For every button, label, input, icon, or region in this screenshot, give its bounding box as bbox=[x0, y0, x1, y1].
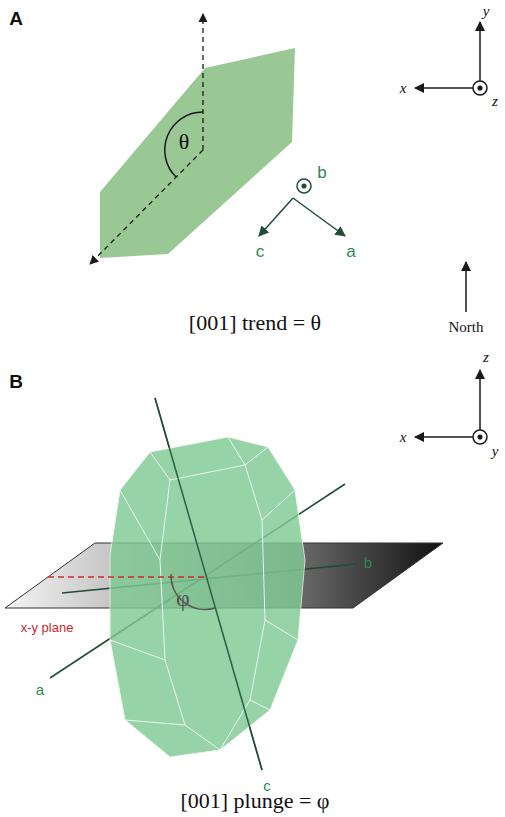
crystal-axis-label: b bbox=[317, 164, 326, 181]
crystal-facets bbox=[110, 437, 298, 750]
crystal-axis-label: a bbox=[36, 682, 44, 697]
panel-letter: A bbox=[9, 9, 23, 28]
panel-caption: [001] trend = θ bbox=[189, 312, 321, 334]
b-axis-dot bbox=[302, 184, 306, 188]
y-axis-dot bbox=[478, 435, 482, 439]
a-axis-arrow bbox=[293, 198, 345, 236]
axes-b bbox=[415, 370, 487, 444]
crystal-axes-a bbox=[259, 179, 345, 236]
z-axis-dot bbox=[478, 86, 482, 90]
panel-caption: [001] plunge = φ bbox=[180, 790, 329, 812]
north-label: North bbox=[449, 320, 484, 335]
b-axis-circle bbox=[297, 179, 311, 193]
x-axis bbox=[415, 436, 473, 438]
crystal-axis-label: c bbox=[256, 243, 265, 260]
trend-angle-arc bbox=[165, 112, 203, 177]
z-axis bbox=[479, 370, 481, 430]
crystal-body bbox=[110, 437, 305, 757]
panel-letter: B bbox=[9, 372, 23, 391]
axis-label: x bbox=[400, 430, 407, 445]
z-axis-circle bbox=[473, 81, 487, 95]
angle-label: φ bbox=[176, 586, 190, 610]
crystal-plate bbox=[100, 48, 295, 258]
x-axis bbox=[415, 87, 473, 89]
axes-a bbox=[415, 22, 487, 95]
north-arrow bbox=[465, 262, 467, 312]
plane-label: x-y plane bbox=[21, 621, 74, 634]
c-axis-front bbox=[155, 398, 262, 770]
crystal-axis-label: b bbox=[364, 555, 372, 570]
y-axis bbox=[479, 22, 481, 81]
axis-label: z bbox=[492, 94, 498, 109]
c-axis-arrow bbox=[259, 198, 293, 236]
angle-label: θ bbox=[179, 131, 190, 153]
axis-label: y bbox=[492, 444, 499, 459]
axis-label: x bbox=[400, 81, 407, 96]
c-axis-projection bbox=[90, 150, 203, 264]
crystal-axis-label: a bbox=[346, 243, 355, 260]
axis-label: y bbox=[483, 4, 490, 19]
y-axis-circle bbox=[473, 430, 487, 444]
north-reference-line bbox=[202, 14, 203, 150]
plunge-angle-arc bbox=[171, 574, 215, 610]
axis-label: z bbox=[483, 350, 489, 365]
horizontal-reference-line bbox=[48, 576, 205, 577]
